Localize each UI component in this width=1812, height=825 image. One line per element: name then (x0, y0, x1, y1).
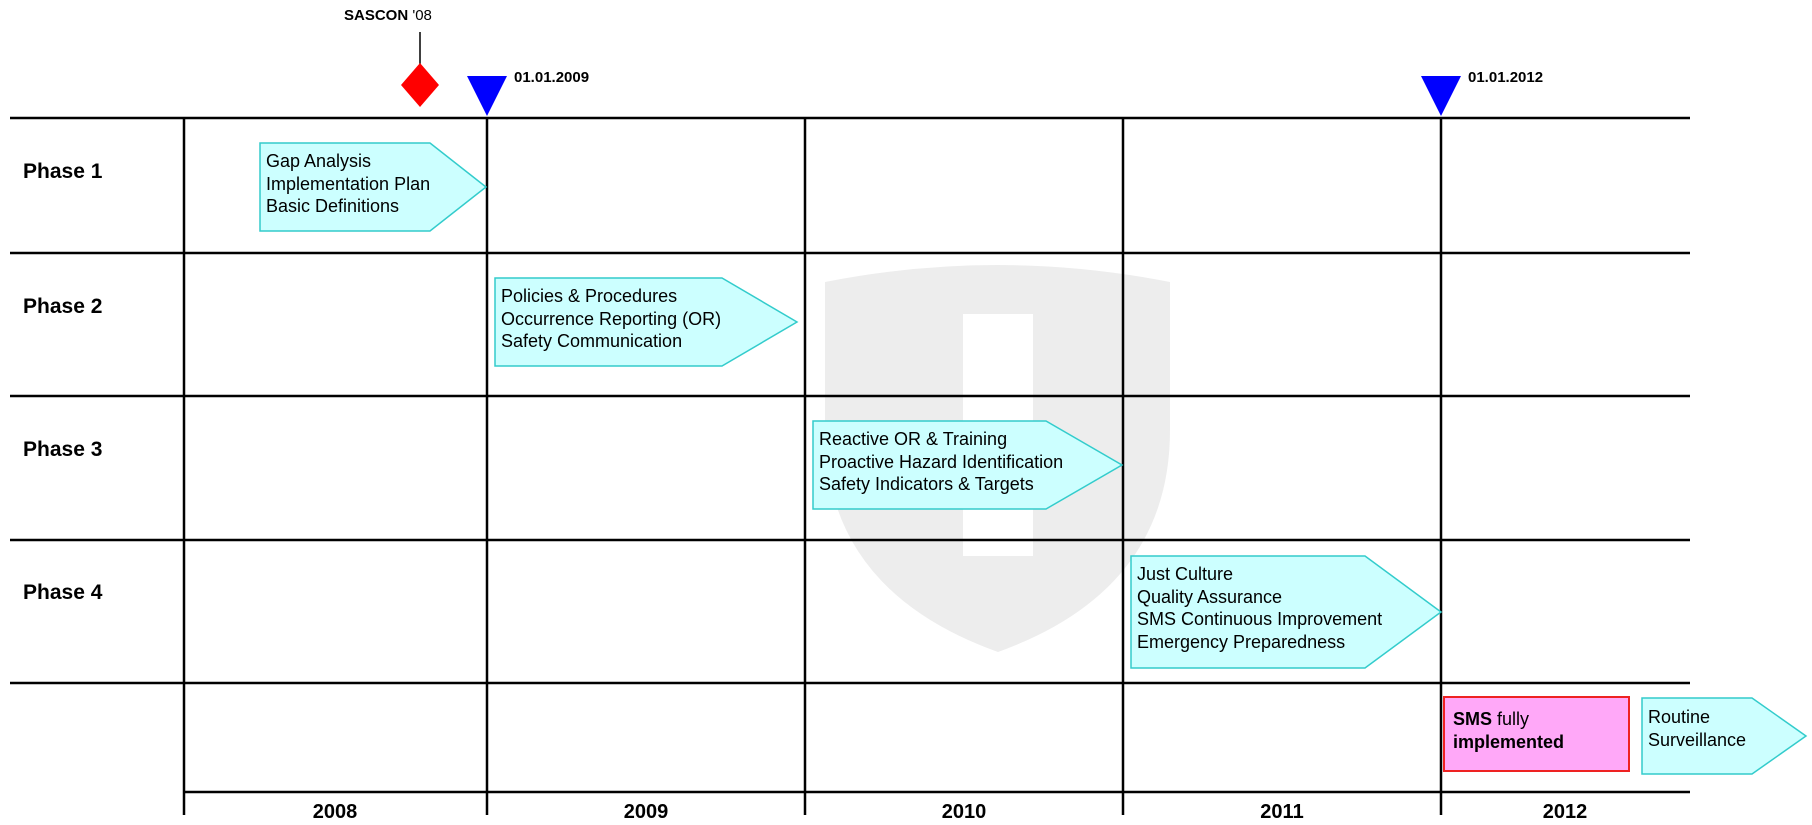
year-label: 2008 (312, 801, 358, 823)
vertical-grid-lines (182, 118, 1443, 815)
routine-line: Surveillance (1648, 729, 1747, 750)
phase-3-label: Phase 3 (23, 438, 103, 461)
task-item: Implementation Plan (266, 173, 431, 194)
year-label: 2009 (623, 801, 669, 823)
task-item: Reactive OR & Training (819, 429, 1008, 449)
task-item: Basic Definitions (266, 196, 400, 216)
phase-1-tasks: Gap Analysis Implementation Plan Basic D… (266, 150, 430, 218)
task-item: Safety Indicators & Targets (819, 474, 1034, 494)
task-item: SMS Continuous Improvement (1137, 609, 1383, 629)
sascon-milestone-label: SASCON '08 (344, 7, 432, 24)
task-item: Quality Assurance (1137, 586, 1283, 607)
triangle-marker-icon (1421, 76, 1461, 116)
task-item: Emergency Preparedness (1137, 631, 1346, 652)
phase-3-tasks: Reactive OR & Training Proactive Hazard … (819, 428, 1063, 496)
phase-2-tasks: Policies & Procedures Occurrence Reporti… (501, 285, 721, 353)
horizontal-grid-lines (10, 116, 1690, 794)
year-label: 2010 (941, 801, 987, 823)
phase-4-tasks: Just Culture Quality Assurance SMS Conti… (1137, 563, 1382, 653)
routine-surveillance-arrow (1641, 697, 1808, 775)
phase-2-label: Phase 2 (23, 295, 103, 318)
task-item: Occurrence Reporting (OR) (501, 308, 722, 329)
milestone-2009-label: 01.01.2009 (514, 69, 590, 86)
sms-implemented-box: SMS fully implemented (1443, 696, 1630, 772)
task-item: Safety Communication (501, 331, 683, 351)
milestone-2012-label: 01.01.2012 (1468, 69, 1544, 86)
task-item: Just Culture (1137, 564, 1234, 584)
phase-3-arrow (812, 420, 1124, 510)
diamond-marker-icon (401, 63, 439, 107)
routine-surveillance-text: Routine Surveillance (1648, 706, 1746, 751)
phase-1-arrow (259, 142, 488, 232)
triangle-marker-icon (467, 76, 507, 116)
routine-line: Routine (1648, 707, 1711, 727)
task-item: Policies & Procedures (501, 286, 678, 306)
year-label: 2012 (1542, 801, 1588, 823)
phase-4-label: Phase 4 (23, 581, 103, 604)
phase-1-label: Phase 1 (23, 160, 103, 183)
task-item: Gap Analysis (266, 151, 372, 171)
phase-2-arrow (494, 277, 799, 367)
phase-4-arrow (1130, 555, 1443, 669)
year-label: 2011 (1260, 801, 1304, 823)
task-item: Proactive Hazard Identification (819, 451, 1064, 472)
